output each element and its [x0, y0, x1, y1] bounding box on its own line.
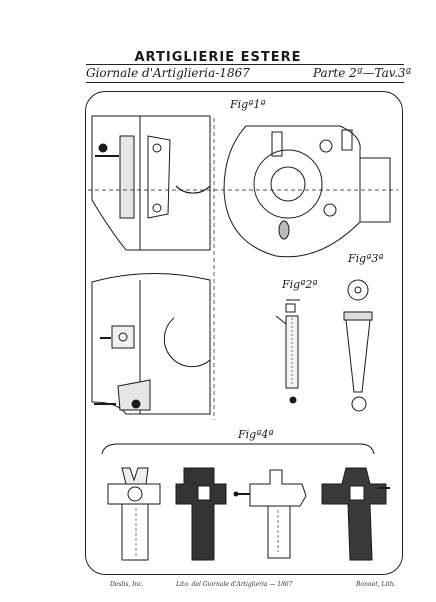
plate-number: Parte 2ª—Tav.3ª [313, 66, 412, 80]
fig2-firing-pin [275, 299, 300, 404]
header-rule-bottom [86, 82, 404, 83]
footer-center: Lito. del Giornale d'Artiglieria — 1867 [176, 581, 293, 588]
fig4-label: Figª4ª [238, 428, 274, 441]
fig4-bracket [101, 443, 375, 455]
fig4-view-3 [233, 469, 307, 559]
header-rule-top [86, 64, 404, 65]
page-title: ARTIGLIERIE ESTERE [134, 50, 302, 65]
fig2-label: Figª2ª [282, 278, 318, 291]
fig3-bolt [343, 279, 373, 412]
fig1-label: Figª1ª [230, 98, 266, 111]
fig3-label: Figª3ª [348, 252, 384, 265]
fig4-view-1 [107, 467, 161, 561]
fig1-lower-block [91, 272, 211, 415]
fig4-view-2 [175, 467, 227, 561]
fig1-end-view [223, 125, 391, 258]
fig1-upper-block [91, 115, 211, 251]
footer-left: Deslis, Inc. [110, 581, 144, 588]
journal-caption: Giornale d'Artiglieria-1867 [86, 66, 250, 80]
plate-border [85, 91, 403, 575]
footer-right: Bonnet, Lith. [356, 581, 396, 588]
fig4-view-4 [321, 467, 390, 561]
